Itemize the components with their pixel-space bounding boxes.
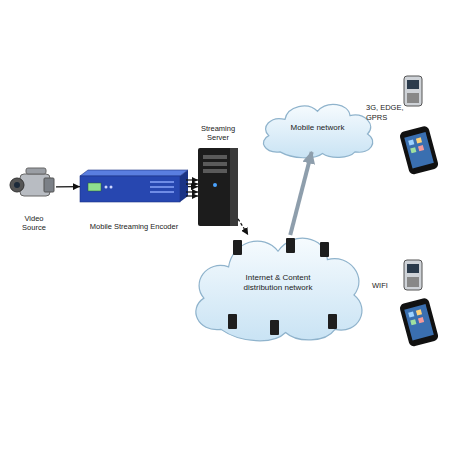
output-arrow	[186, 195, 198, 196]
app-icon	[416, 137, 422, 143]
camcorder-handle	[26, 168, 46, 174]
phone-screen	[407, 80, 419, 89]
encoder-display	[88, 183, 101, 191]
smartphone	[399, 297, 439, 347]
node-label: Mobile network	[263, 123, 373, 133]
phone-body	[404, 76, 422, 106]
node-label: Mobile Streaming Encoder	[75, 222, 193, 231]
smartphone-body	[399, 297, 439, 347]
server-bay	[203, 169, 227, 173]
node-label: Streaming Server	[195, 124, 241, 142]
flow-arrow	[238, 219, 248, 235]
cdn-server	[270, 320, 279, 335]
network-cloud: Mobile network	[255, 95, 380, 160]
app-icon	[418, 317, 424, 323]
phone-screen	[407, 264, 419, 273]
server-bay	[203, 155, 227, 159]
node-label: Internet & Content distribution network	[233, 273, 323, 292]
phone-keypad	[407, 93, 419, 103]
camcorder-lens-glass	[14, 182, 20, 188]
encoder-vent	[150, 181, 174, 183]
flow-arrow	[56, 186, 80, 187]
cdn-server	[233, 240, 242, 255]
server-led	[213, 183, 217, 187]
encoder-device: Mobile Streaming Encoder	[74, 163, 194, 231]
cdn-server	[286, 238, 295, 253]
cloud-shape	[196, 238, 362, 341]
server-side	[230, 148, 238, 226]
output-arrow	[186, 191, 198, 192]
smartphone-screen	[404, 304, 434, 341]
encoder-side	[180, 170, 188, 202]
encoder-vent	[150, 186, 174, 188]
link-label: WIFI	[372, 281, 402, 291]
flow-arrow	[290, 152, 311, 235]
output-arrow	[186, 179, 198, 180]
camcorder-lens	[10, 178, 24, 192]
app-icon	[408, 139, 414, 145]
output-arrow	[186, 183, 198, 184]
app-icon	[418, 145, 424, 151]
streaming-server: Streaming Server	[188, 124, 248, 228]
app-icon	[410, 319, 416, 325]
link-label: 3G, EDGE, GPRS	[366, 103, 406, 123]
network-cloud: Internet & Content distribution network	[183, 220, 373, 345]
server-tower	[198, 148, 238, 226]
phone-keypad	[407, 277, 419, 287]
node-label: Video Source	[17, 214, 51, 232]
smartphone-screen	[404, 132, 434, 169]
app-icon	[410, 147, 416, 153]
encoder-button	[105, 186, 108, 189]
phone	[404, 76, 422, 106]
cdn-server	[228, 314, 237, 329]
app-icon	[416, 309, 422, 315]
video-source: Video Source	[8, 160, 60, 232]
camcorder-screen	[44, 178, 54, 192]
phone-body	[404, 260, 422, 290]
flow-arrow	[188, 186, 198, 187]
app-icon	[408, 311, 414, 317]
cdn-server	[320, 242, 329, 257]
cloud-shape	[263, 104, 372, 157]
smartphone	[399, 125, 439, 175]
phone	[404, 260, 422, 290]
smartphone-body	[399, 125, 439, 175]
encoder-button	[110, 186, 113, 189]
server-bay	[203, 162, 227, 166]
cdn-server	[328, 314, 337, 329]
encoder-front	[80, 176, 180, 202]
encoder-vent	[150, 191, 174, 193]
encoder-top	[80, 170, 188, 176]
